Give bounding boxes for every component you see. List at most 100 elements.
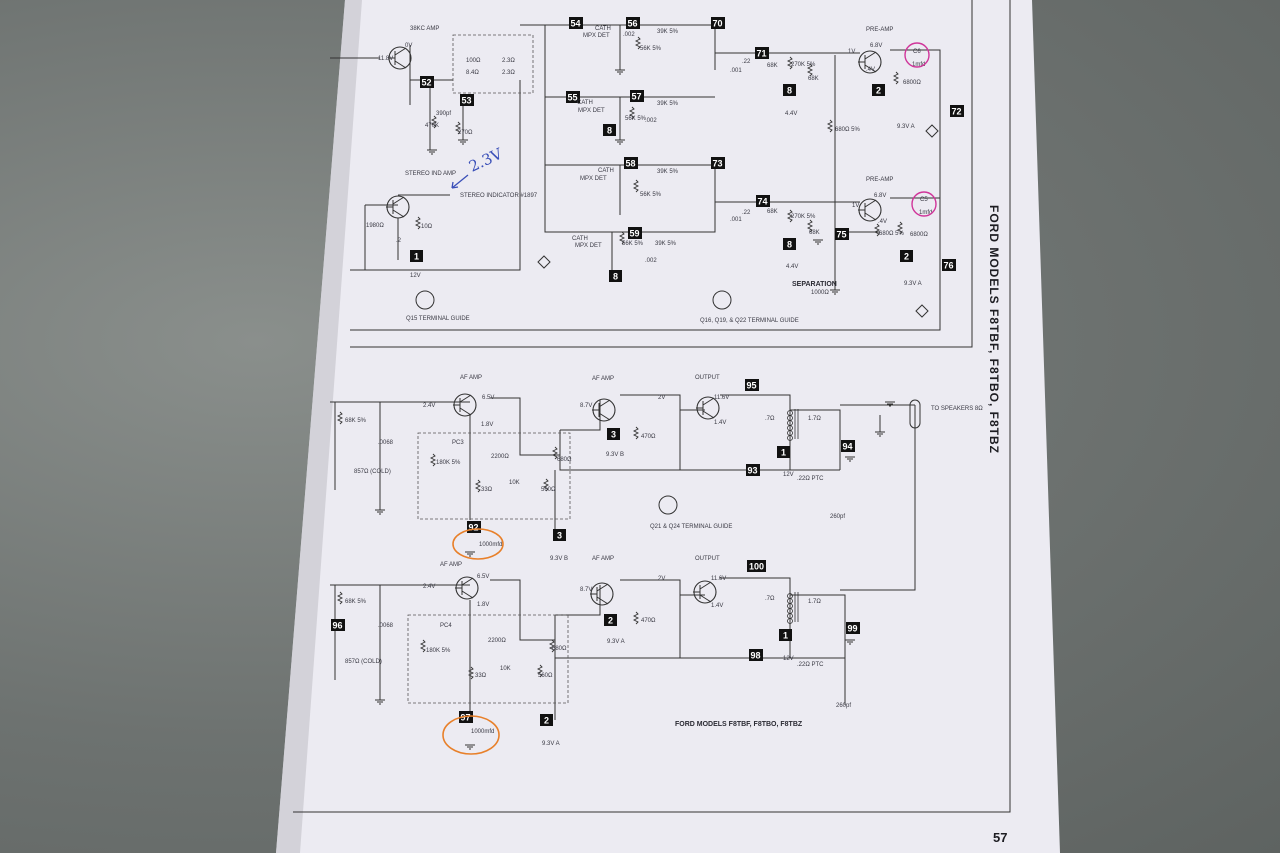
handwritten-arrow [451,174,469,189]
v-12-2: 12V [783,656,794,662]
resistor-symbol [634,36,642,50]
transistor-symbol [388,46,412,70]
ground-icon [458,139,468,145]
v-1-1: 1V [848,49,855,55]
transistor-symbol [590,582,614,606]
terminal-number: 54 [570,19,580,29]
q21-guide: Q21 & Q24 TERMINAL GUIDE [650,524,732,530]
terminal-number: 2 [876,86,881,96]
terminal-marker: 2 [604,614,617,626]
c-1000-2: 1000mfd [471,729,494,735]
terminal-guide-icon [658,495,678,515]
resistor-symbol [336,411,344,425]
terminal-marker: 59 [628,227,642,239]
resistor-symbol [618,231,626,245]
r-470-2: 470Ω [641,618,656,624]
terminal-marker: 73 [711,157,725,169]
c-001-1: .001 [730,68,742,74]
terminal-number: 96 [332,621,342,631]
terminal-number: 2 [904,252,909,262]
ground-icon [615,139,625,145]
transistor-symbol [858,198,882,222]
connector-diamond-icon [925,124,939,138]
terminal-marker: 1 [410,250,423,262]
c-0068-2: .0068 [378,623,394,629]
r-6800-1: 6800Ω [903,80,921,86]
terminal-marker: 55 [566,91,580,103]
paper-shadow [276,0,362,853]
pc4-block [407,614,569,704]
c-390: 390pf [436,111,451,117]
r-33-2: 33Ω [475,673,487,679]
resistor-symbol [632,611,640,625]
v-9-3a-1: 9.3V A [897,124,915,130]
terminal-number: 58 [625,159,635,169]
c-260-1: 260pf [830,514,845,520]
r-680-1: 680Ω 5% [835,127,861,133]
terminal-marker: 2 [872,84,885,96]
cath-4: CATH [572,236,588,242]
q14-label: 38KC AMP [410,26,439,32]
xf-100: 100Ω [466,58,481,64]
c-22-2: .22 [742,210,751,216]
r-39k-1: 39K 5% [657,29,679,35]
c-0068-1: .0068 [378,440,394,446]
terminal-marker: 54 [569,17,583,29]
mpx-det-1: MPX DET [583,33,610,39]
r-68k-1: 68K [767,63,778,69]
annotation-circle-c6 [904,42,930,68]
annotation-circle-c6-cap [452,528,504,560]
bottom-title: FORD MODELS F8TBF, F8TBO, F8TBZ [675,721,803,728]
r-10k-1: 10K [509,480,520,486]
resistor-symbol [826,119,834,133]
xf-7-1: .7Ω [765,416,775,422]
terminal-marker: 2 [900,250,913,262]
wires [330,24,941,720]
r-470-1: 470Ω [641,434,656,440]
terminal-number: 95 [746,381,756,391]
resistor-symbol [454,121,462,135]
xf-17-2: 1.7Ω [808,599,821,605]
terminal-guide-icon [415,290,435,310]
connector-diamond-icon [537,255,551,269]
r-68k-1: 68K 5% [345,418,367,424]
v-12: 12V [410,273,421,279]
resistor-symbol [632,179,640,193]
r-10: 10Ω [421,224,433,230]
c-2: .2 [396,238,402,244]
terminal-number: 1 [781,448,786,458]
terminal-marker: 100 [747,560,766,572]
resistor-symbol [786,209,794,223]
wire [350,80,521,271]
terminal-marker: 92 [467,521,481,533]
connector-diamond-icon [915,304,929,318]
r-680-2: 680Ω 5% [879,231,905,237]
preamp-2: PRE-AMP [866,177,893,183]
ground-icon [813,239,823,245]
terminal-number: 8 [607,126,612,136]
xf-17-1: 1.7Ω [808,416,821,422]
c-22-1: .22 [742,59,751,65]
xf-23a: 2.3Ω [502,58,515,64]
c-002-2: .002 [645,118,657,124]
terminal-marker: 8 [783,238,796,250]
r-2200-2: 2200Ω [488,638,506,644]
q16-guide: Q16, Q19, & Q22 TERMINAL GUIDE [700,318,799,324]
output-q24: OUTPUT [695,556,720,562]
terminal-marker: 96 [331,619,345,631]
ground-icon [875,431,885,437]
ground-icon [885,401,895,407]
v-0-4-2: .4V [878,219,887,225]
terminal-marker: 2 [540,714,553,726]
therm-1: 857Ω (COLD) [354,469,391,475]
r-2200-1: 2200Ω [491,454,509,460]
v-8-7-1: 8.7V [580,403,592,409]
resistor-symbol [414,216,422,230]
xf-84: 8.4Ω [466,70,479,76]
ground-icon [427,149,437,155]
v-0-4-1: .4V [866,67,875,73]
bottom-panel-frame [293,0,1011,813]
ground-icon [465,551,475,557]
resistor-symbol [536,664,544,678]
speakers-label: TO SPEAKERS 8Ω [931,406,983,412]
